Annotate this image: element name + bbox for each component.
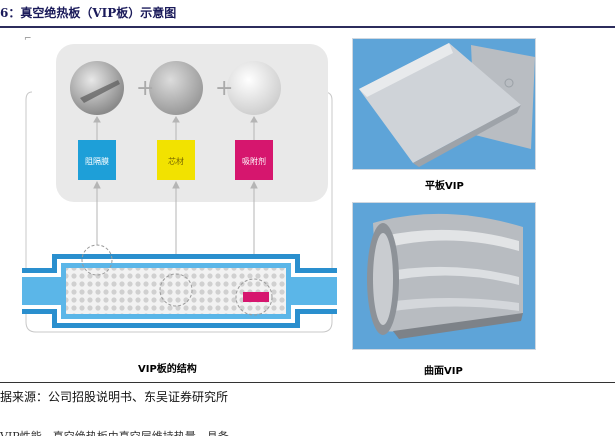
core-material-photo — [149, 61, 203, 115]
flat-vip-caption: 平板VIP — [425, 177, 464, 192]
curved-vip-photo — [352, 202, 536, 350]
core-material-label: 芯材 — [168, 156, 184, 166]
truncated-body-text: VIP性能，真空绝热板由真空层维持热量，具备…… — [0, 428, 615, 436]
curved-vip-caption: 曲面VIP — [424, 362, 463, 377]
plus-sign-1: + — [136, 76, 154, 101]
bottom-rule — [0, 382, 615, 383]
barrier-film-label: 阻隔膜 — [85, 156, 109, 166]
vip-structure-diagram: + + 阻隔膜 芯材 吸附剂 — [22, 40, 337, 357]
source-note: 据来源：公司招股说明书、东吴证券研究所 — [0, 388, 228, 405]
getter-photo — [227, 61, 281, 115]
figure-title: 6：真空绝热板（VIP板）示意图 — [0, 4, 176, 21]
getter-pack — [243, 292, 269, 302]
getter-label: 吸附剂 — [242, 156, 266, 166]
barrier-film-photo — [70, 61, 124, 115]
flat-vip-photo — [352, 38, 536, 170]
title-rule — [0, 26, 615, 28]
diagram-caption: VIP板的结构 — [138, 360, 197, 375]
plus-sign-2: + — [215, 76, 233, 101]
